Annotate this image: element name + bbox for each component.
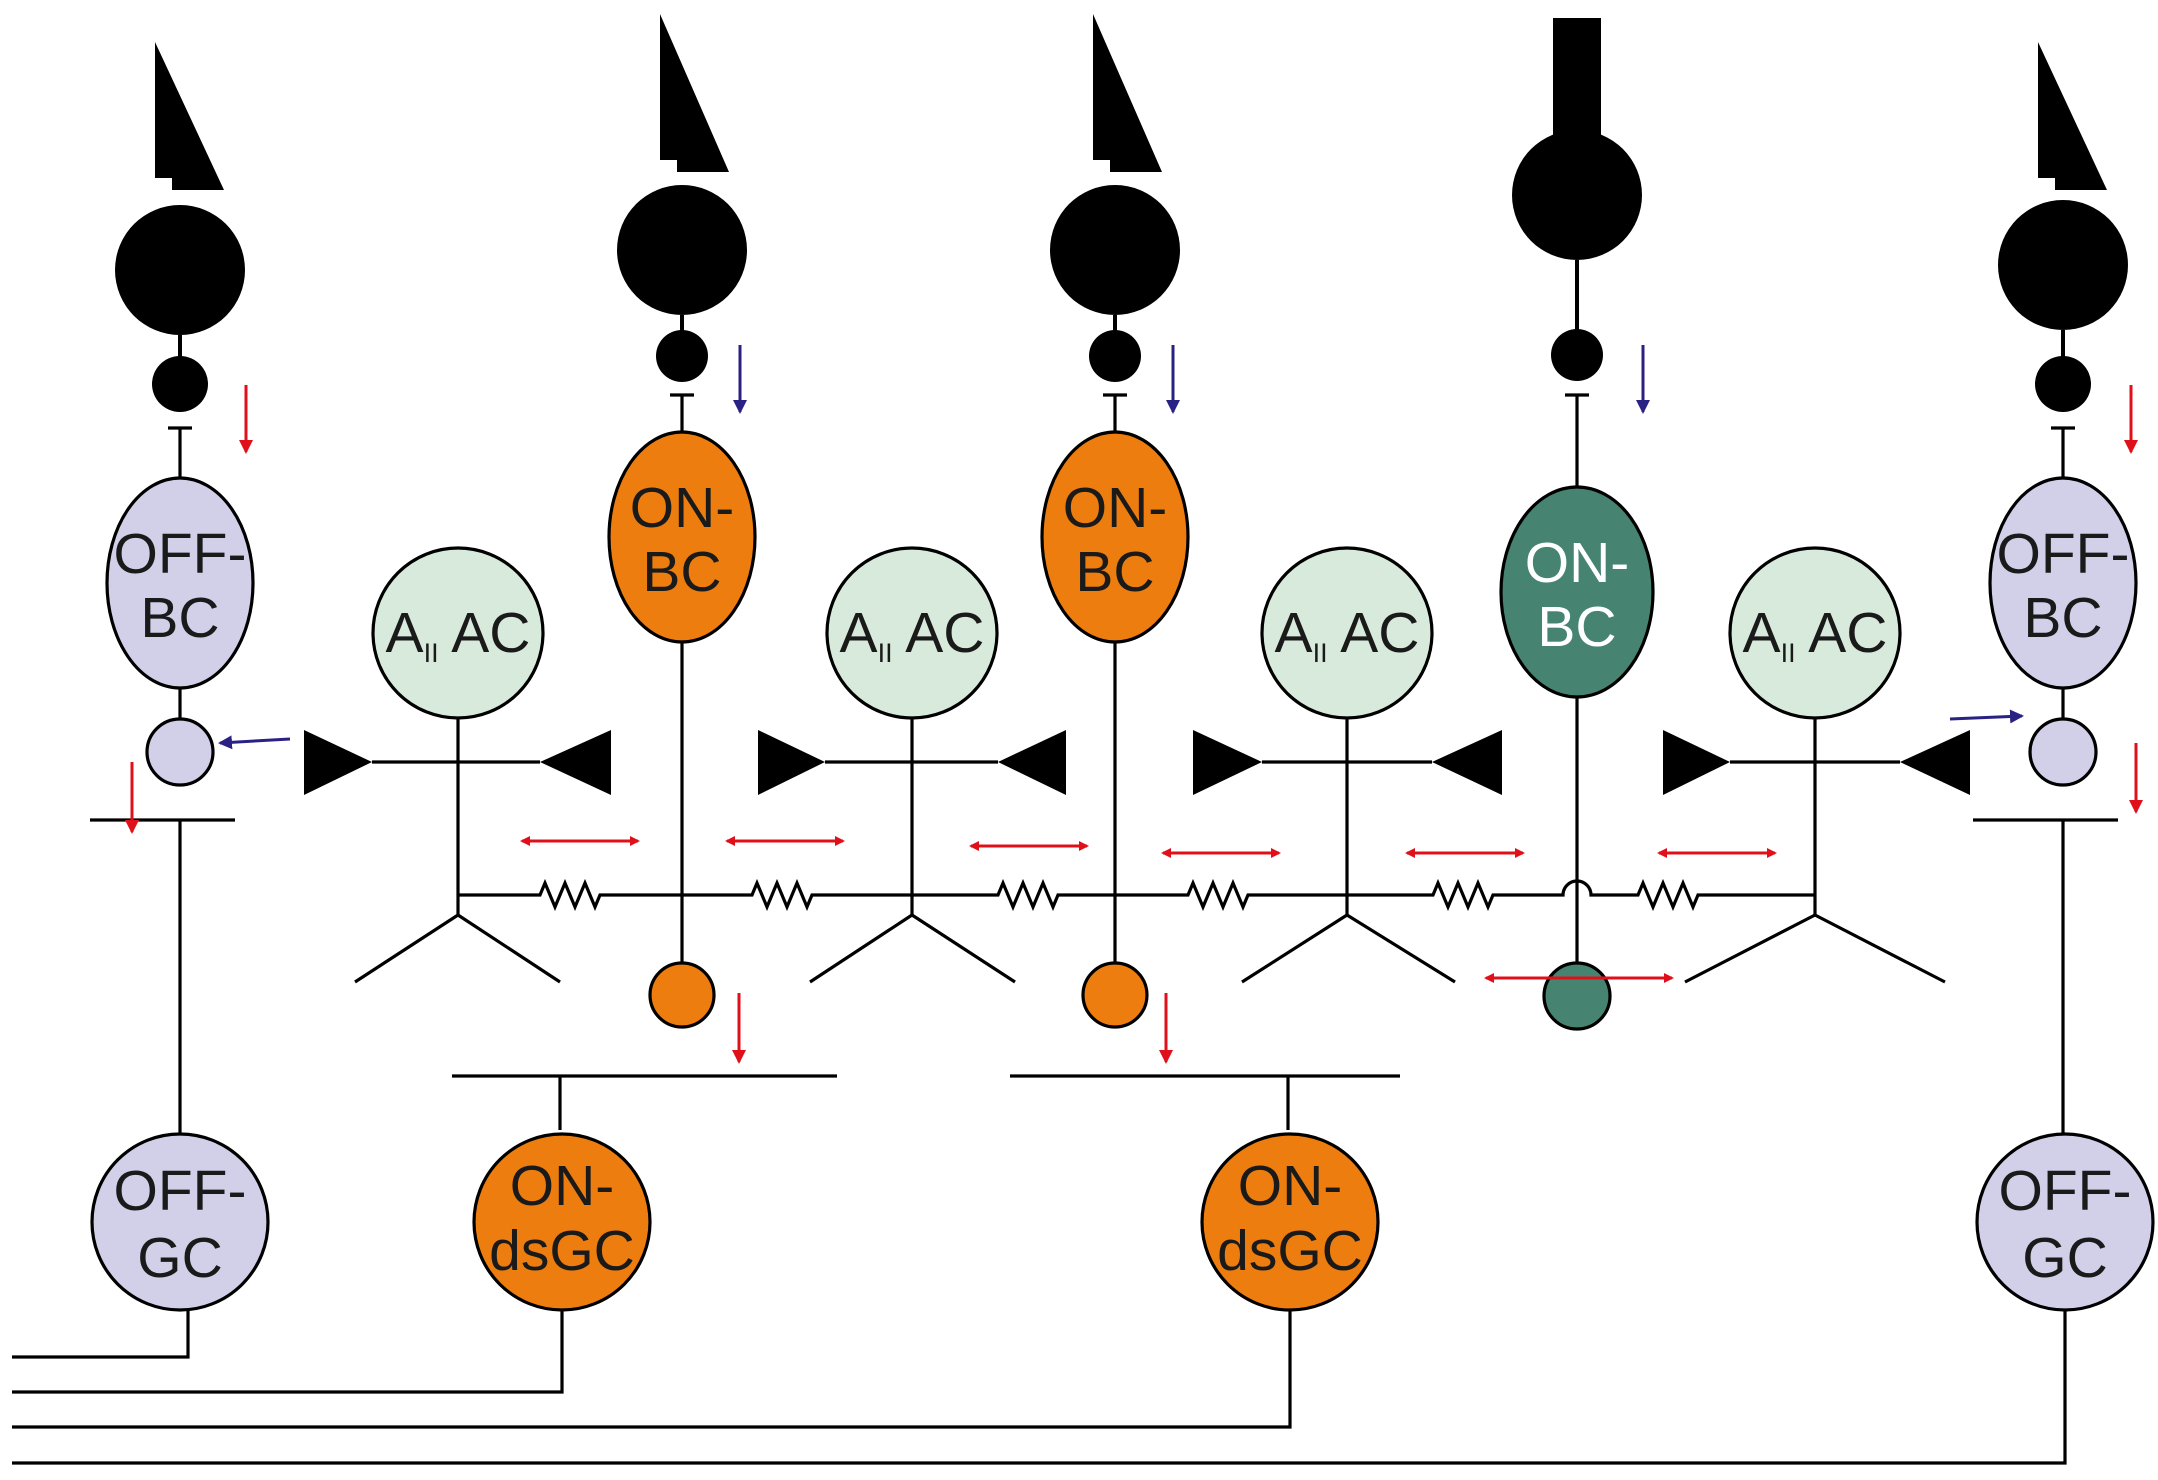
aii-amacrine-cell-4: AII AC — [1728, 546, 1902, 720]
bipolar-label-line2: BC — [1075, 540, 1154, 604]
on-cone-bipolar-cell-1: ON- BC — [607, 430, 757, 1029]
aii-ac-label: AII AC — [1743, 601, 1888, 668]
circuit-wiring — [12, 640, 2118, 1465]
photoreceptor-bipolar-synapses — [168, 393, 2075, 488]
aii-amacrine-cell-2: AII AC — [825, 546, 999, 720]
aii-amacrine-cell-1: AII AC — [371, 546, 545, 720]
ganglion-label-line1: OFF- — [1999, 1159, 2132, 1223]
depolarization-arrows — [218, 345, 2024, 750]
ganglion-label-line2: GC — [2022, 1226, 2108, 1290]
ganglion-label-line1: ON- — [510, 1154, 614, 1218]
on-cone-bipolar-cell-2: ON- BC — [1040, 430, 1190, 1029]
cone-photoreceptor-3 — [1050, 14, 1180, 382]
rod-photoreceptor — [1512, 18, 1642, 381]
aii-amacrine-cell-3: AII AC — [1260, 546, 1434, 720]
bipolar-label-line2: BC — [642, 540, 721, 604]
cone-photoreceptor-2 — [617, 14, 747, 382]
off-bipolar-cell-1: OFF- BC — [105, 476, 255, 787]
bipolar-label-line1: OFF- — [114, 522, 247, 586]
ganglion-label-line1: ON- — [1238, 1154, 1342, 1218]
on-ds-ganglion-cell-1: ON- dsGC — [472, 1132, 652, 1312]
bipolar-label-line1: ON- — [1063, 476, 1167, 540]
ganglion-label-line2: dsGC — [1217, 1219, 1363, 1283]
aii-ac-label: AII AC — [1275, 601, 1420, 668]
bipolar-label-line1: ON- — [1525, 531, 1629, 595]
aii-ac-label: AII AC — [840, 601, 985, 668]
on-ds-ganglion-cell-2: ON- dsGC — [1200, 1132, 1380, 1312]
on-rod-bipolar-cell: ON- BC — [1499, 485, 1655, 1031]
bipolar-label-line1: OFF- — [1997, 522, 2130, 586]
ganglion-label-line2: GC — [137, 1226, 223, 1290]
glycinergic-synapse-triangles — [304, 730, 1970, 795]
off-bipolar-cell-2: OFF- BC — [1988, 476, 2138, 787]
ganglion-label-line2: dsGC — [489, 1219, 635, 1283]
aii-ac-label: AII AC — [386, 601, 531, 668]
off-ganglion-cell-2: OFF- GC — [1975, 1132, 2155, 1312]
bipolar-label-line2: BC — [1537, 595, 1616, 659]
cone-photoreceptor-4 — [1998, 42, 2128, 412]
bipolar-label-line2: BC — [140, 586, 219, 650]
gap-junction-coupling-arrows — [520, 836, 1777, 983]
bipolar-label-line2: BC — [2023, 586, 2102, 650]
cone-photoreceptor-1 — [115, 42, 245, 412]
hyperpolarization-arrows — [125, 385, 2143, 1064]
ganglion-label-line1: OFF- — [114, 1159, 247, 1223]
bipolar-label-line1: ON- — [630, 476, 734, 540]
off-ganglion-cell-1: OFF- GC — [90, 1132, 270, 1312]
